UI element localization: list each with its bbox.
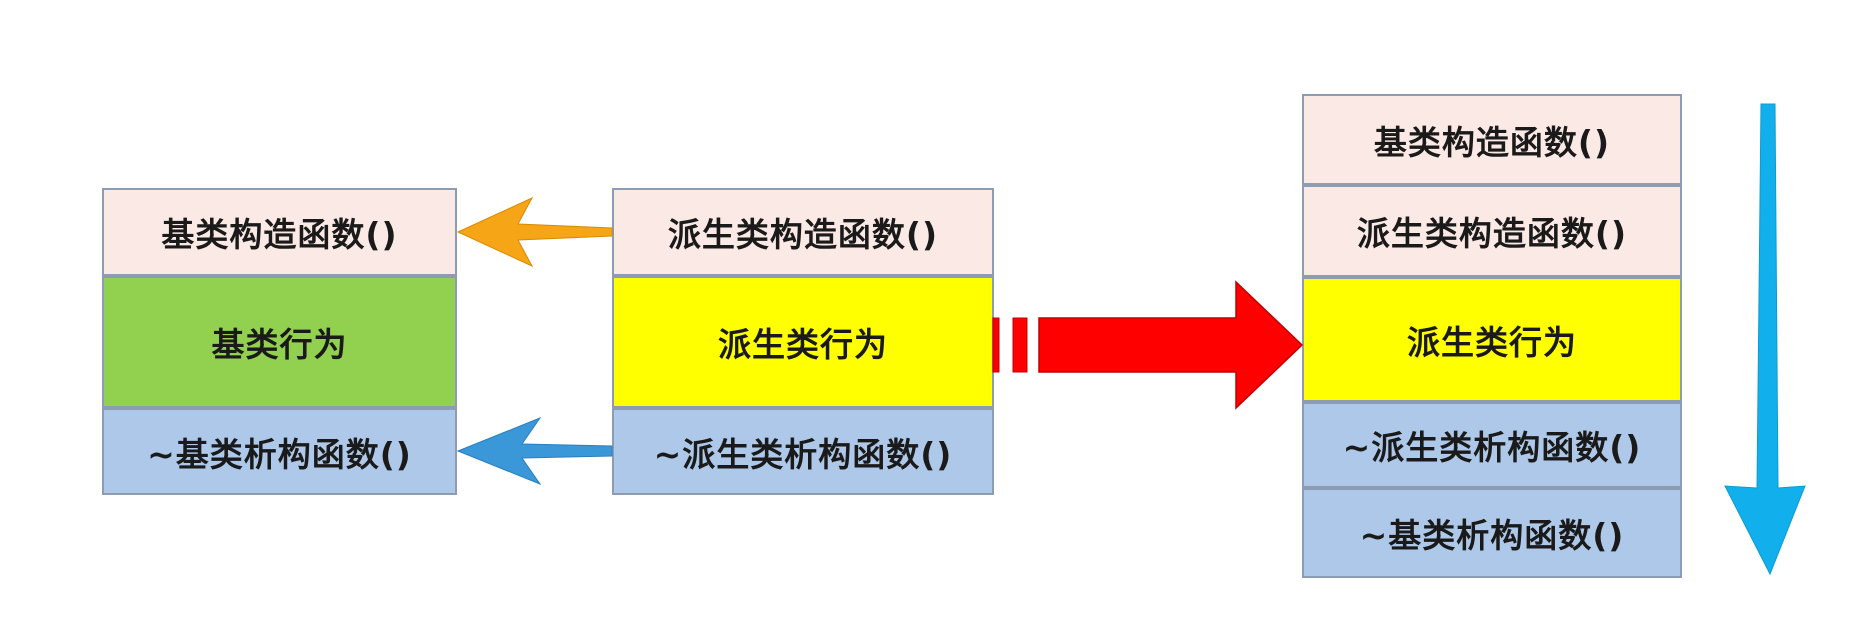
derived-destructor-box: ~派生类析构函数() xyxy=(612,408,994,495)
order-step-4: ~派生类析构函数() xyxy=(1302,402,1682,488)
order-down-arrow xyxy=(1724,103,1806,576)
derived-constructor-box: 派生类构造函数() xyxy=(612,188,994,276)
order-step-1: 基类构造函数() xyxy=(1302,94,1682,185)
order-step-5-label: ~基类析构函数() xyxy=(1359,516,1625,555)
order-step-3: 派生类行为 xyxy=(1302,277,1682,402)
order-step-3-label: 派生类行为 xyxy=(1407,322,1577,362)
base-constructor-box: 基类构造函数() xyxy=(102,188,457,276)
destructor-call-arrow xyxy=(456,416,613,486)
derived-behavior-box: 派生类行为 xyxy=(612,276,994,408)
constructor-call-arrow xyxy=(456,196,613,268)
derived-destructor-label: ~派生类析构函数() xyxy=(653,434,953,474)
base-behavior-label: 基类行为 xyxy=(211,325,348,364)
base-constructor-label: 基类构造函数() xyxy=(161,215,398,254)
base-destructor-box: ~基类析构函数() xyxy=(102,408,457,495)
order-step-5: ~基类析构函数() xyxy=(1302,488,1682,578)
order-step-4-label: ~派生类析构函数() xyxy=(1342,428,1642,467)
derived-constructor-label: 派生类构造函数() xyxy=(667,215,939,254)
transition-arrow xyxy=(992,280,1304,410)
derived-behavior-label: 派生类行为 xyxy=(718,325,888,364)
base-behavior-box: 基类行为 xyxy=(102,276,457,408)
order-step-1-label: 基类构造函数() xyxy=(1373,122,1611,162)
order-step-2-label: 派生类构造函数() xyxy=(1356,214,1628,253)
order-step-2: 派生类构造函数() xyxy=(1302,185,1682,277)
base-destructor-label: ~基类析构函数() xyxy=(147,434,412,474)
